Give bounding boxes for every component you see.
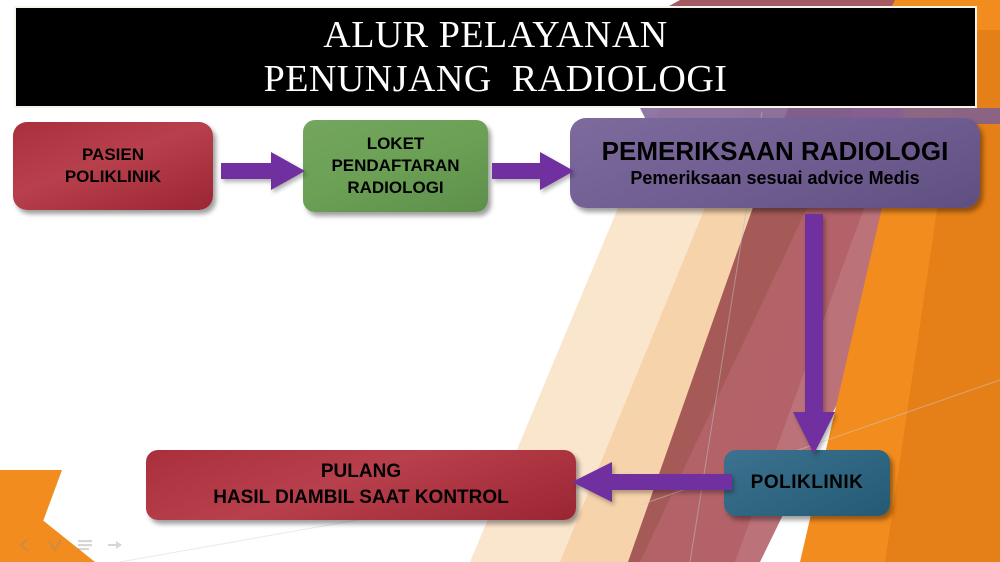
flow-node-pulang[interactable]: PULANG HASIL DIAMBIL SAAT KONTROL bbox=[146, 450, 576, 520]
flow-node-loket-pendaftaran-radiologi[interactable]: LOKET PENDAFTARAN RADIOLOGI bbox=[303, 120, 488, 212]
flow-node-poliklinik-line-1: POLIKLINIK bbox=[750, 472, 864, 493]
flow-node-loket-line-1: LOKET bbox=[366, 134, 425, 153]
arrow-loket-to-pemeriksaan bbox=[492, 152, 574, 190]
flow-node-pulang-line-1: PULANG bbox=[320, 461, 402, 482]
decor-shape-orange-left-2 bbox=[0, 486, 95, 562]
flow-node-poliklinik[interactable]: POLIKLINIK bbox=[724, 450, 890, 516]
right-arrow-icon[interactable] bbox=[106, 536, 124, 554]
slide-title-line-1: ALUR PELAYANAN bbox=[323, 14, 668, 56]
flow-node-loket-line-2: PENDAFTARAN bbox=[331, 156, 460, 175]
flow-node-pulang-line-2: HASIL DIAMBIL SAAT KONTROL bbox=[213, 487, 509, 508]
flow-node-pemeriksaan-radiologi[interactable]: PEMERIKSAAN RADIOLOGI Pemeriksaan sesuai… bbox=[570, 118, 980, 208]
slideshow-controls[interactable] bbox=[16, 536, 124, 554]
flow-node-pasien-poliklinik[interactable]: PASIEN POLIKLINIK bbox=[13, 122, 213, 210]
arrow-pemeriksaan-to-poliklinik bbox=[793, 214, 835, 454]
slide-title-line-2: PENUNJANG RADIOLOGI bbox=[263, 58, 728, 100]
flow-node-pemeriksaan-line-1: PEMERIKSAAN RADIOLOGI bbox=[601, 136, 949, 166]
flow-node-pemeriksaan-line-2: Pemeriksaan sesuai advice Medis bbox=[630, 168, 920, 188]
arrow-pasien-to-loket bbox=[221, 152, 305, 190]
menu-icon[interactable] bbox=[76, 536, 94, 554]
pen-icon[interactable] bbox=[46, 536, 64, 554]
slide-title-box: ALUR PELAYANAN PENUNJANG RADIOLOGI bbox=[14, 6, 977, 108]
flow-node-pasien-line-1: PASIEN bbox=[81, 145, 145, 164]
flow-node-pasien-line-2: POLIKLINIK bbox=[64, 167, 162, 186]
arrow-poliklinik-to-pulang bbox=[572, 462, 732, 502]
flow-node-loket-line-3: RADIOLOGI bbox=[347, 178, 444, 197]
left-arrow-icon[interactable] bbox=[16, 536, 34, 554]
